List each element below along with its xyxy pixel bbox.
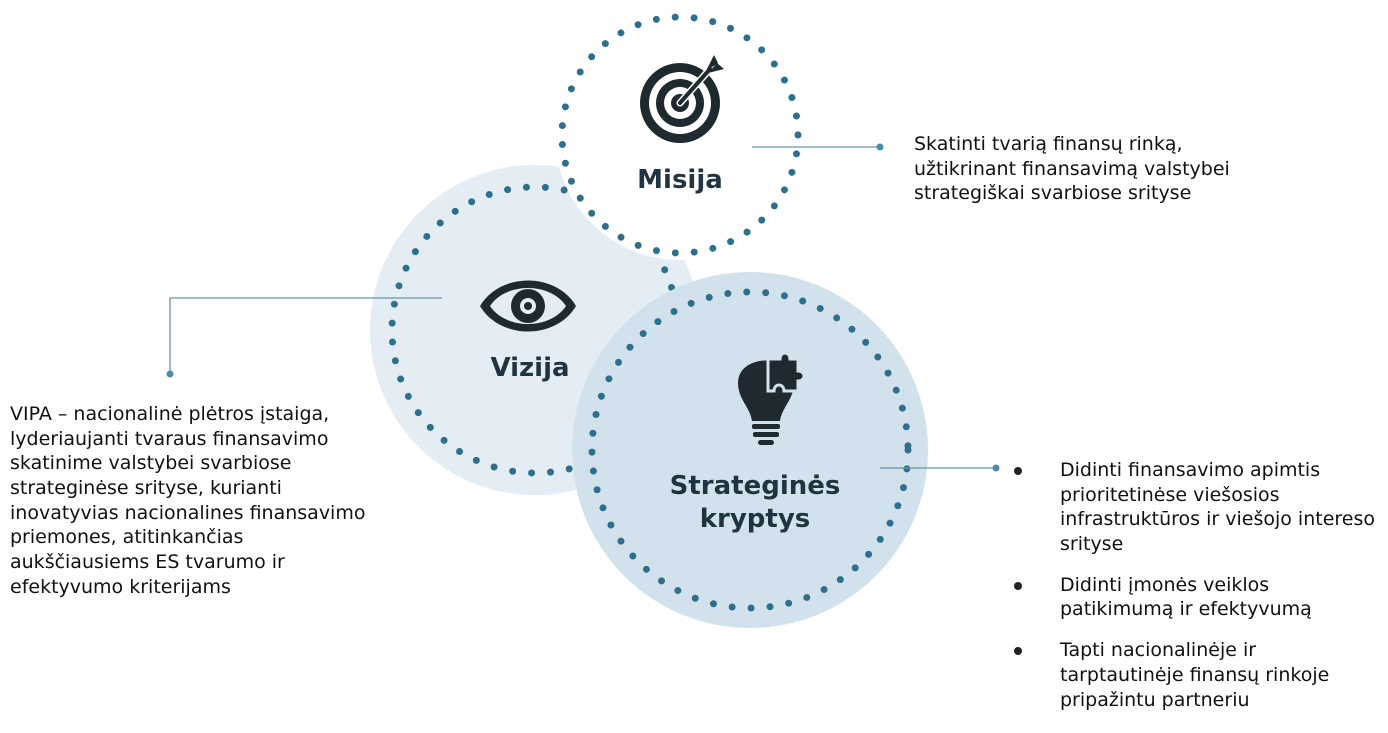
- vizija-connector: [166, 297, 442, 378]
- list-item: Didinti įmonės veiklos patikimumą ir efe…: [1012, 573, 1382, 622]
- list-item: Tapti nacionalinėje ir tarptautinėje fin…: [1012, 638, 1382, 712]
- list-item-text: Didinti įmonės veiklos patikimumą ir efe…: [1060, 573, 1312, 621]
- bullet-icon: [1014, 581, 1022, 590]
- eye-icon: [480, 280, 576, 332]
- misija-connector: [752, 143, 884, 151]
- vizija-description: VIPA – nacionalinė plėtros įstaiga, lyde…: [10, 403, 366, 598]
- kryptys-label: Strateginės kryptys: [669, 471, 841, 534]
- kryptys-circle: [572, 272, 928, 628]
- lightbulb-puzzle-icon: [738, 351, 806, 445]
- bullet-icon: [1014, 647, 1022, 656]
- list-item: Didinti finansavimo apimtis prioritetinė…: [1012, 458, 1382, 557]
- bullet-icon: [1014, 467, 1022, 475]
- list-item-text: Tapti nacionalinėje ir tarptautinėje fin…: [1060, 639, 1330, 711]
- kryptys-connector: [880, 464, 1000, 472]
- target-icon: [640, 55, 724, 143]
- misija-label: Misija: [637, 165, 723, 195]
- vizija-label: Vizija: [490, 353, 570, 383]
- misija-description: Skatinti tvarią finansų rinką, užtikrina…: [914, 133, 1230, 205]
- kryptys-list: Didinti finansavimo apimtis prioritetinė…: [1012, 458, 1382, 728]
- list-item-text: Didinti finansavimo apimtis prioritetinė…: [1060, 459, 1375, 556]
